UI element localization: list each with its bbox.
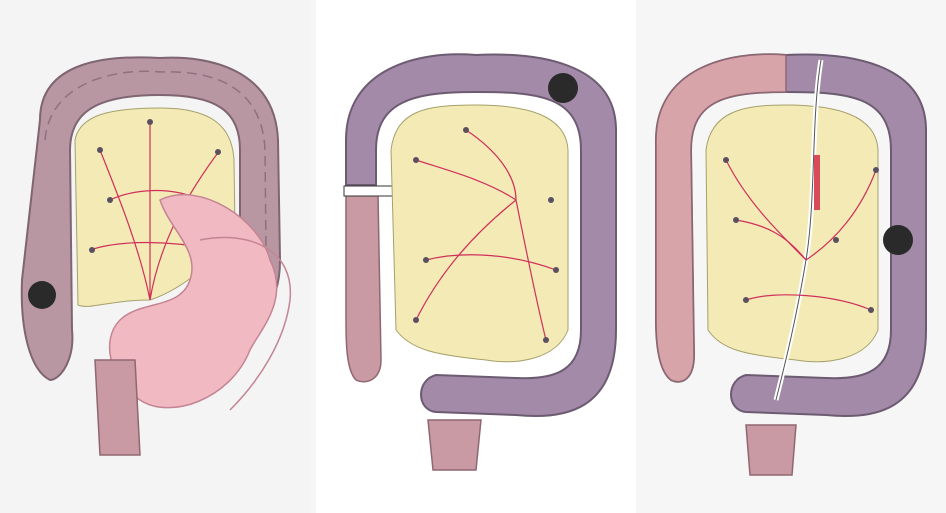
- colon-illustration-3: [636, 0, 946, 513]
- panel-middle-colectomy-illustration: [316, 0, 636, 513]
- rectal-stump: [746, 425, 796, 475]
- panel-right-colectomy-illustration: [636, 0, 946, 513]
- rectum: [95, 360, 140, 455]
- colon-illustration-2: [316, 0, 636, 513]
- colon-illustration-1: [0, 0, 310, 513]
- rectal-stump: [428, 420, 481, 470]
- resected-segment: [346, 195, 381, 382]
- tumor: [548, 73, 578, 103]
- tumor: [883, 225, 913, 255]
- tumor: [28, 281, 56, 309]
- panel-left-colectomy-illustration: [0, 0, 310, 513]
- ligated-vessel: [814, 155, 820, 210]
